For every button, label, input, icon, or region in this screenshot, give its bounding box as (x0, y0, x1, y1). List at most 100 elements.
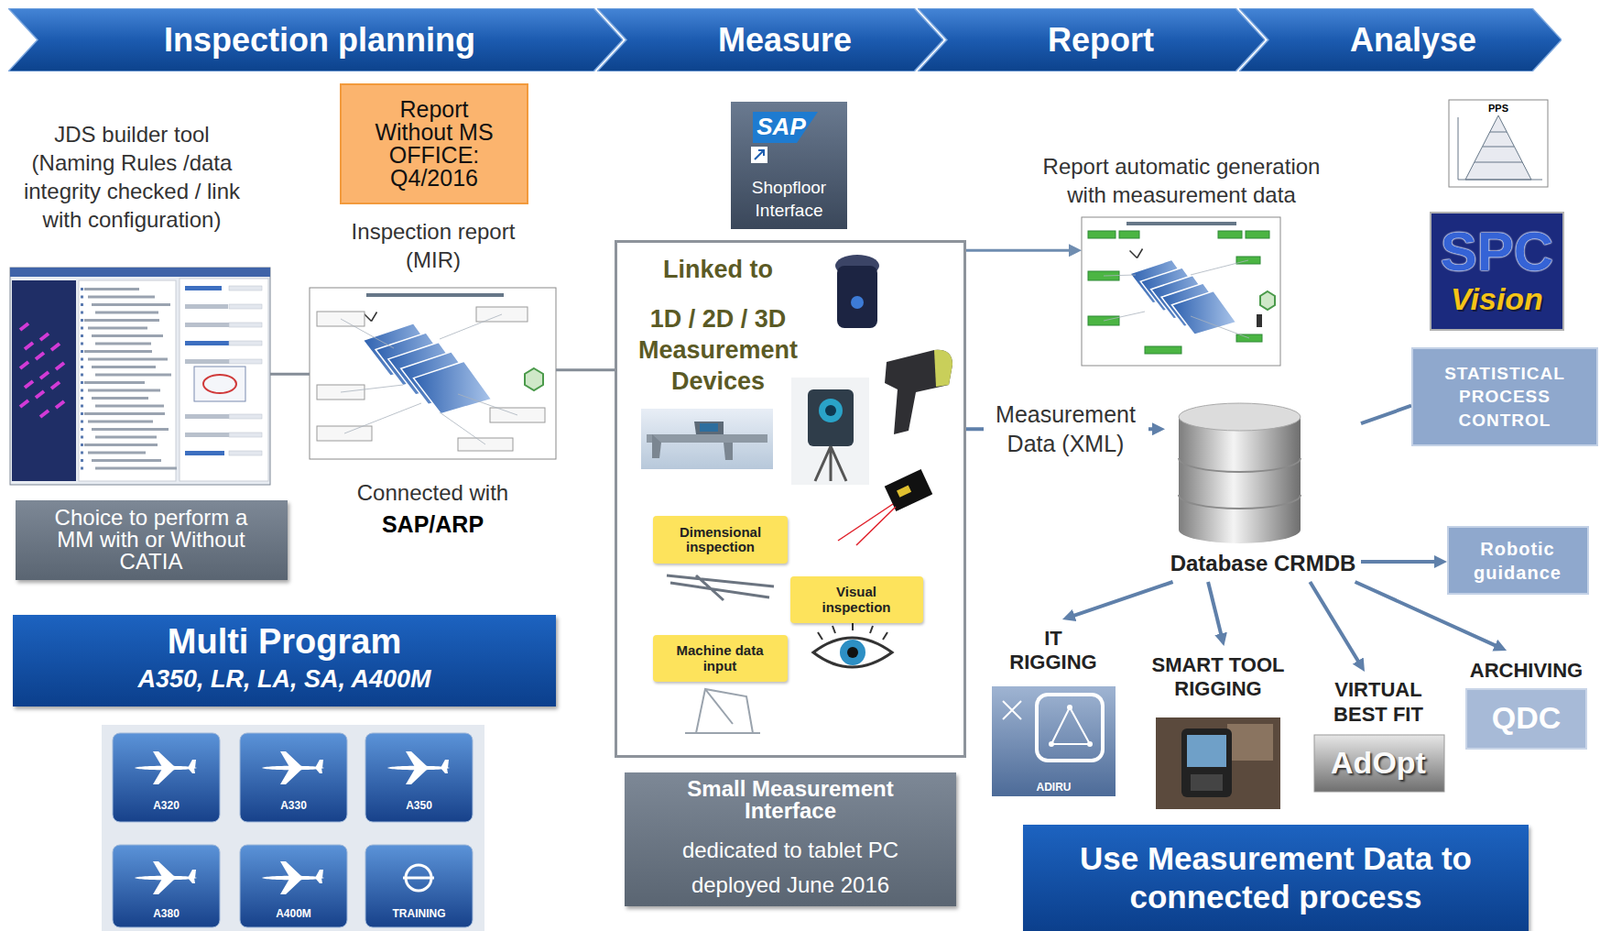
software-screenshot (84, 380, 145, 384)
inspection-report-thumbnail (524, 368, 544, 391)
inspection-report-thumbnail (309, 287, 556, 459)
pps-pyramid (1448, 99, 1548, 187)
software-screenshot (228, 450, 262, 456)
node-text: PPS (1448, 102, 1548, 115)
use-case-node: SMART TOOL RIGGING (1144, 645, 1292, 809)
software-screenshot (185, 322, 235, 327)
pps-pyramid (1465, 115, 1532, 180)
inspection-report-thumbnail (413, 360, 492, 414)
software-screenshot (80, 396, 84, 400)
node-text: Visual inspection (810, 584, 903, 615)
aircraft-tile: A380 (112, 844, 220, 927)
software-screenshot (80, 342, 84, 346)
measurement-devices (838, 503, 896, 545)
connector (1360, 405, 1412, 424)
software-screenshot (87, 295, 155, 299)
connector (1309, 581, 1360, 664)
phase-chevron: Report (917, 8, 1265, 72)
software-screenshot (10, 267, 271, 485)
node-text: Database CRMDB (1164, 550, 1361, 577)
method-tag: Dimensional inspection (653, 515, 788, 564)
node-subtext: Connected with (309, 479, 556, 506)
software-screenshot (80, 412, 84, 415)
node-text: SPC (1430, 219, 1564, 283)
sap-icon (730, 101, 848, 229)
software-screenshot (95, 467, 177, 470)
chevron-shape (917, 8, 1265, 72)
software-screenshot (228, 432, 262, 437)
software-screenshot (91, 427, 169, 431)
software-screenshot (80, 458, 84, 462)
smart-tool-photo (1181, 728, 1232, 797)
measurement-devices (817, 622, 888, 640)
smart-tool-photo (1155, 717, 1281, 809)
inspection-report-thumbnail (340, 318, 394, 349)
software-screenshot (80, 287, 84, 291)
software-screenshot (194, 366, 246, 402)
software-screenshot (228, 413, 262, 419)
summary-banner: Use Measurement Data to connected proces… (1023, 824, 1529, 931)
generated-report-thumbnail (1130, 249, 1143, 259)
software-screenshot (84, 349, 153, 353)
adiru-icon (1048, 740, 1055, 747)
measurement-devices (825, 404, 837, 416)
generated-report-thumbnail (1260, 291, 1275, 310)
node-subtext: ADIRU (991, 781, 1116, 795)
generated-report-thumbnail (1081, 217, 1281, 366)
measurement-devices (837, 265, 878, 328)
software-screenshot (228, 340, 262, 346)
node-text: A380 (112, 907, 220, 921)
software-screenshot (91, 303, 171, 306)
software-screenshot (78, 280, 176, 481)
aircraft-panel (134, 751, 197, 784)
generated-report-thumbnail (1119, 230, 1140, 239)
measurement-devices (813, 637, 893, 667)
software-screenshot (11, 280, 77, 481)
aircraft-panel (134, 860, 197, 894)
use-case-node: ARCHIVINGQDC (1460, 650, 1592, 749)
connector (1360, 559, 1438, 564)
inspection-report-thumbnail (457, 393, 518, 415)
software-screenshot (80, 303, 84, 306)
adiru-icon (991, 685, 1116, 796)
software-screenshot (87, 451, 146, 455)
measurement-devices (839, 639, 866, 665)
node-text: Small Measurement Interface (653, 777, 928, 822)
smart-tool-photo (1155, 717, 1281, 809)
software-screenshot (80, 373, 84, 377)
inspection-report-thumbnail (439, 412, 486, 445)
software-screenshot (80, 380, 84, 384)
sap-icon (730, 101, 848, 229)
software-screenshot (24, 380, 33, 388)
aircraft-tile: TRAINING (365, 844, 473, 927)
node-subtext: Vision (1430, 281, 1564, 317)
node-text: Inspection planning (44, 21, 595, 59)
aircraft-panel (101, 724, 485, 931)
node-subtext: AdOpt (1309, 744, 1448, 781)
software-screenshot (87, 326, 148, 330)
software-screenshot (203, 374, 237, 393)
node-subtext: SAP/ARP (309, 511, 556, 538)
report-thumbnail-node: Inspection report (MIR)Connected withSAP… (309, 287, 556, 459)
software-screenshot (55, 362, 65, 370)
software-screenshot (87, 420, 153, 424)
generated-report-thumbnail (1144, 346, 1182, 354)
node-text: TRAINING (365, 907, 473, 921)
software-screenshot (40, 371, 49, 379)
pps-pyramid (1458, 117, 1543, 180)
node-text: Choice to perform a MM with or Without C… (41, 506, 262, 573)
adiru-icon (1002, 700, 1022, 719)
database-cylinder (1178, 416, 1301, 530)
inspection-report-thumbnail (439, 314, 502, 339)
measurement-devices (847, 646, 859, 658)
node-subtext: dedicated to tablet PC deployed June 201… (653, 832, 928, 904)
measurement-devices (646, 434, 768, 443)
node-subtext: A350, LR, LA, SA, A400M (21, 664, 547, 694)
measurement-devices (652, 434, 662, 458)
edge-label: Measurement Data (XML) (983, 397, 1149, 461)
node-subtext: 1D / 2D / 3D Measurement Devices (628, 304, 808, 397)
chevron-shape (1239, 8, 1562, 72)
use-case-node: IT RIGGINGADIRU (991, 619, 1116, 796)
generated-report-thumbnail (1088, 230, 1116, 239)
node-text: Multi Program (21, 621, 547, 663)
